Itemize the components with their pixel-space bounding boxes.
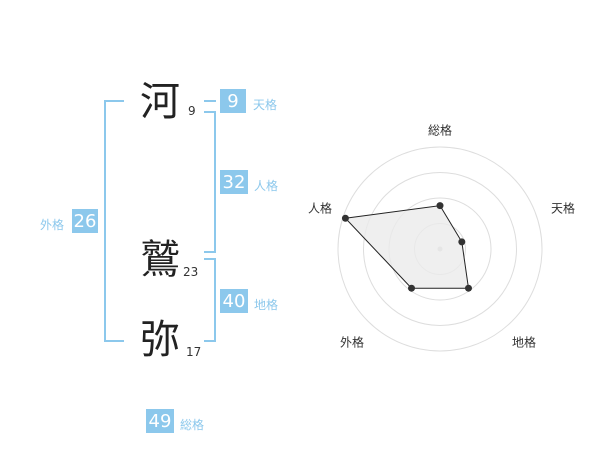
radar-point-0 [436,202,444,210]
name-char-3: 弥 [140,317,180,363]
radar-axis-label-jinkaku: 人格 [307,201,333,216]
radar-point-4 [341,214,349,222]
chikaku-badge: 40 [220,289,248,313]
radar-point-1 [458,238,466,246]
radar-ring [363,172,517,326]
name-char-2-strokes: 23 [183,265,199,279]
radar-point-2 [464,284,472,292]
jinkaku-badge: 32 [220,170,248,194]
tenkaku-badge: 9 [220,89,246,113]
radar-axis-label-chikaku: 地格 [511,335,537,350]
name-char-2: 鷲 [140,237,180,283]
tenkaku-label: 天格 [253,98,278,112]
soukaku-label: 総格 [180,418,205,432]
gaikaku-label: 外格 [40,218,65,232]
radar-ring [337,146,543,352]
jinkaku-label: 人格 [254,179,279,193]
name-char-1: 河 [140,79,180,125]
chikaku-bracket [204,258,216,342]
radar-axis-label-tenkaku: 天格 [550,201,576,216]
tenkaku-connector [204,100,216,102]
gaikaku-badge: 26 [72,209,98,233]
radar-series-area [344,205,470,289]
radar-axis-label-gaikaku: 外格 [339,335,365,350]
gaikaku-bracket [104,100,124,342]
jinkaku-bracket [204,111,216,253]
chikaku-label: 地格 [254,298,279,312]
name-char-3-strokes: 17 [186,345,202,359]
name-char-1-strokes: 9 [188,104,196,118]
radar-point-3 [408,284,416,292]
radar-axis-label-soukaku: 総格 [427,123,453,138]
soukaku-badge: 49 [146,409,174,433]
